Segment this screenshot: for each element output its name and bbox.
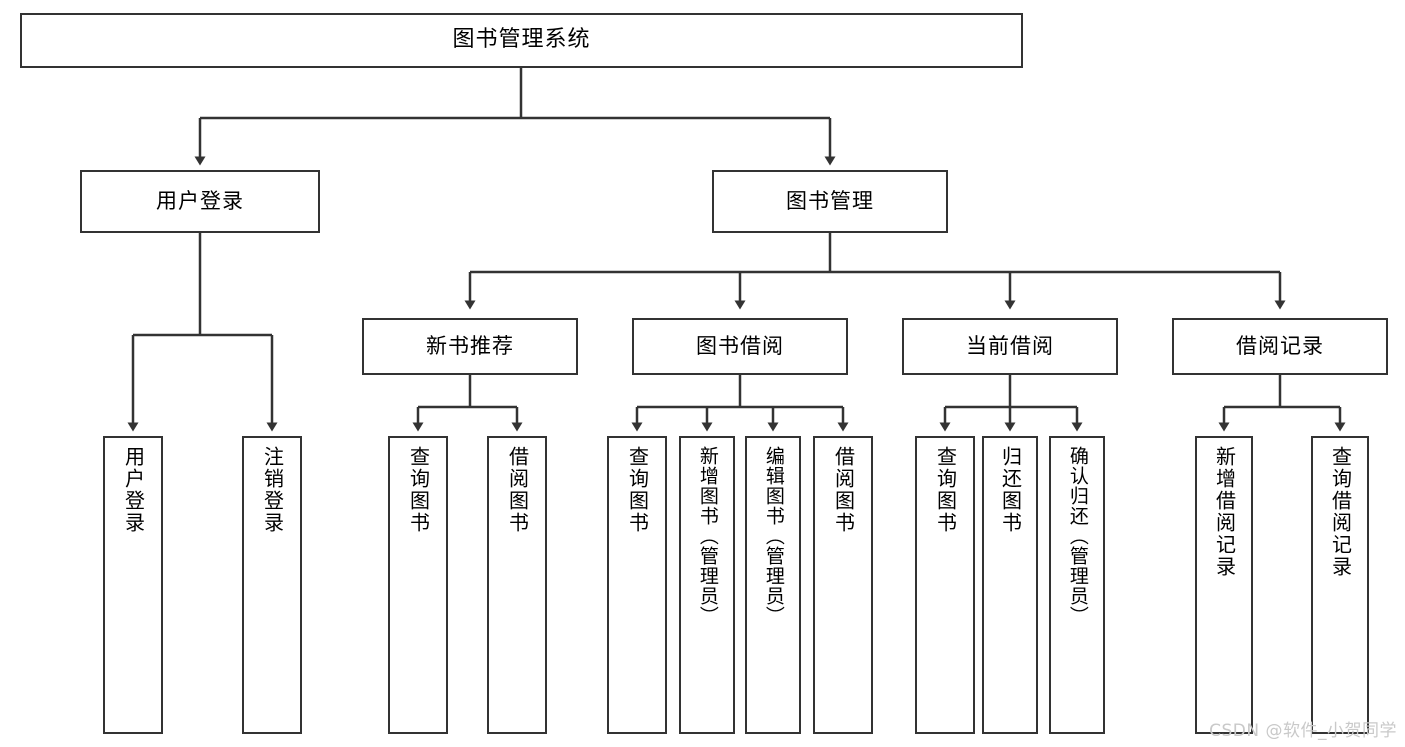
leaf-user-login[interactable]: 用户登录 [103, 436, 163, 734]
node-book-management[interactable]: 图书管理 [712, 170, 948, 233]
node-label: 查询图书 [933, 446, 958, 534]
node-label: 借阅记录 [1236, 333, 1324, 358]
node-label: 图书借阅 [696, 333, 784, 358]
node-label: 查询借阅记录 [1328, 446, 1353, 578]
node-label: 图书管理系统 [452, 27, 591, 53]
node-current-borrow[interactable]: 当前借阅 [902, 318, 1118, 375]
node-label: 编辑图书（管理员） [762, 446, 785, 626]
node-label: 新书推荐 [426, 333, 514, 358]
node-borrow-records[interactable]: 借阅记录 [1172, 318, 1388, 375]
node-label: 查询图书 [406, 446, 431, 534]
node-label: 归还图书 [998, 446, 1023, 534]
leaf-add-borrow-record[interactable]: 新增借阅记录 [1195, 436, 1253, 734]
node-user-login[interactable]: 用户登录 [80, 170, 320, 233]
node-label: 确认归还（管理员） [1066, 446, 1089, 626]
node-label: 新增借阅记录 [1212, 446, 1237, 578]
node-label: 查询图书 [625, 446, 650, 534]
node-label: 当前借阅 [966, 333, 1054, 358]
leaf-logout[interactable]: 注销登录 [242, 436, 302, 734]
leaf-query-book-recommend[interactable]: 查询图书 [388, 436, 448, 734]
node-label: 用户登录 [156, 188, 244, 213]
node-label: 图书管理 [786, 188, 874, 213]
node-label: 借阅图书 [831, 446, 856, 534]
node-book-borrow[interactable]: 图书借阅 [632, 318, 848, 375]
leaf-return-book[interactable]: 归还图书 [982, 436, 1038, 734]
node-label: 注销登录 [260, 446, 285, 534]
leaf-edit-book-admin[interactable]: 编辑图书（管理员） [745, 436, 801, 734]
leaf-add-book-admin[interactable]: 新增图书（管理员） [679, 436, 735, 734]
node-root-system[interactable]: 图书管理系统 [20, 13, 1023, 68]
leaf-borrow-book[interactable]: 借阅图书 [813, 436, 873, 734]
node-new-book-recommend[interactable]: 新书推荐 [362, 318, 578, 375]
leaf-borrow-book-recommend[interactable]: 借阅图书 [487, 436, 547, 734]
leaf-query-book-current[interactable]: 查询图书 [915, 436, 975, 734]
leaf-confirm-return-admin[interactable]: 确认归还（管理员） [1049, 436, 1105, 734]
node-label: 借阅图书 [505, 446, 530, 534]
node-label: 用户登录 [121, 446, 146, 534]
node-label: 新增图书（管理员） [696, 446, 719, 626]
watermark: CSDN @软件_小贺同学 [1209, 721, 1397, 741]
leaf-query-borrow-record[interactable]: 查询借阅记录 [1311, 436, 1369, 734]
leaf-query-book-borrow[interactable]: 查询图书 [607, 436, 667, 734]
